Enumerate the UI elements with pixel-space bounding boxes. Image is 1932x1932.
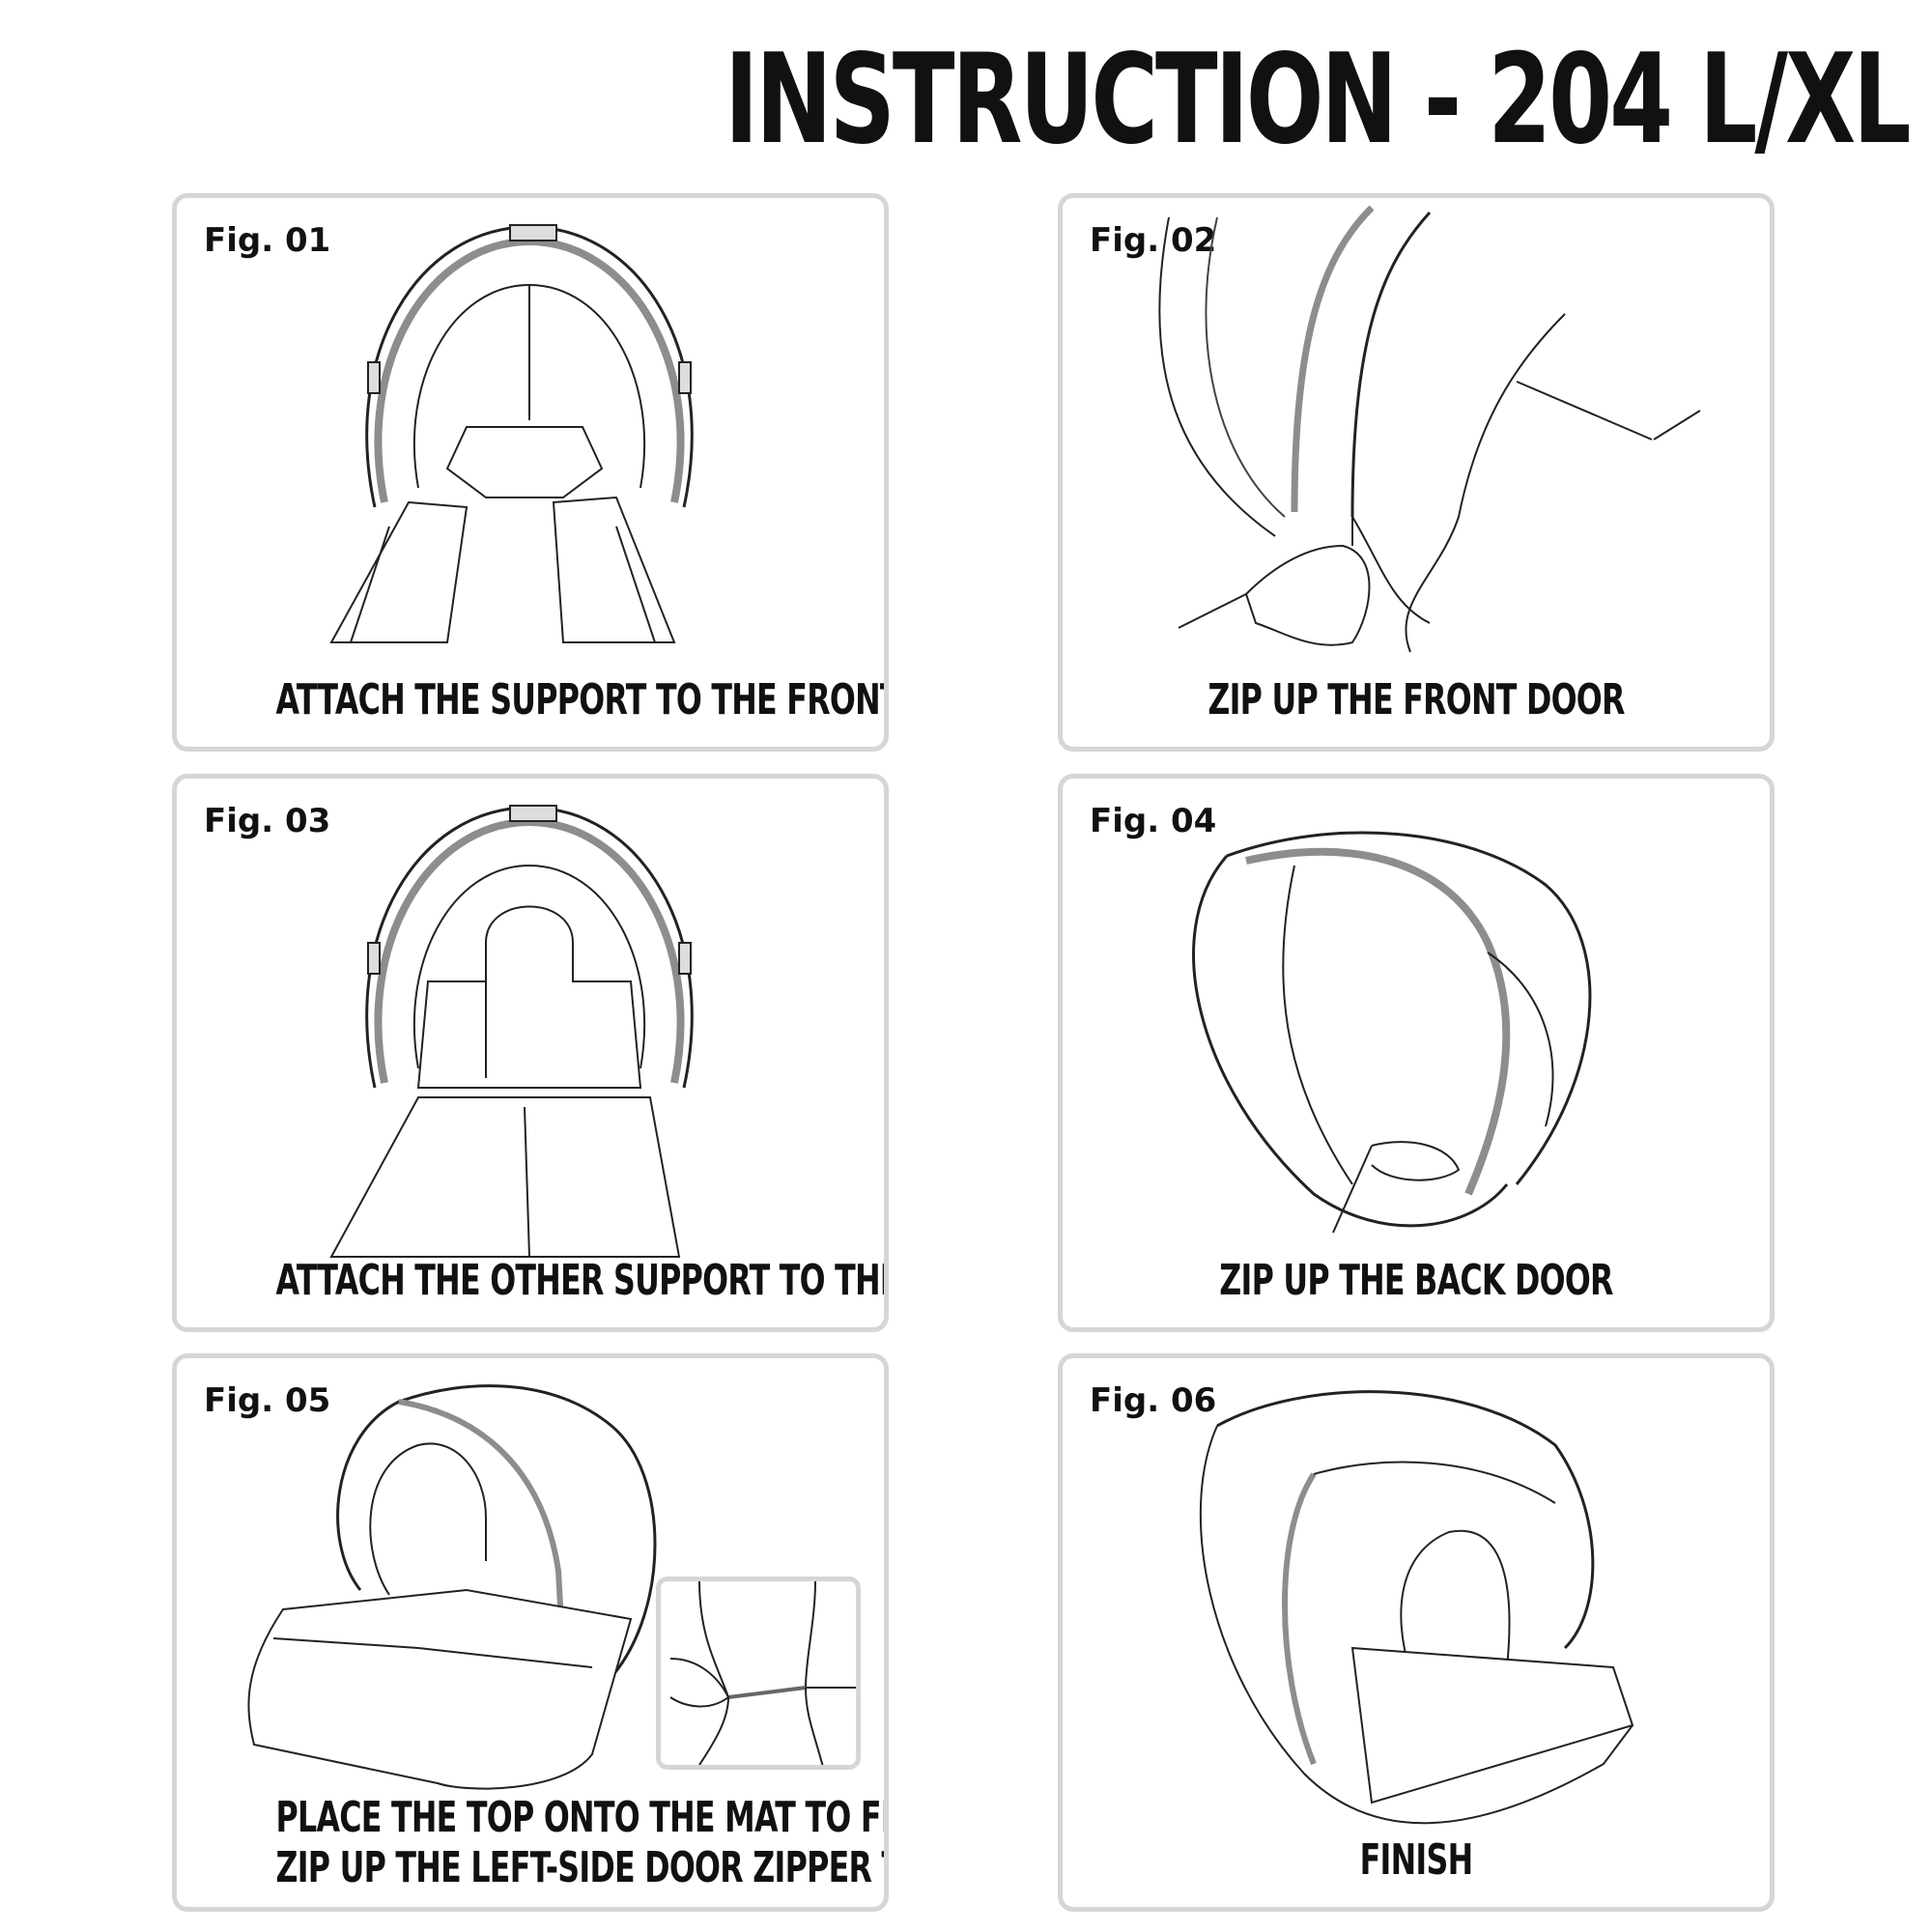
figure-panel-05: Fig. 05 PLACE THE TOP ONTO THE MAT TO FI…	[172, 1353, 889, 1912]
figure-label-03: Fig. 03	[204, 802, 331, 840]
figure-caption-05: PLACE THE TOP ONTO THE MAT TO FIX IT. ZI…	[275, 1793, 884, 1893]
figure-label-02: Fig. 02	[1090, 221, 1217, 260]
page-title: INSTRUCTION - 204 L/XL	[724, 28, 1911, 172]
figure-label-06: Fig. 06	[1090, 1381, 1217, 1420]
figure-caption-04: ZIP UP THE BACK DOOR	[1219, 1256, 1613, 1306]
figure-panel-02: Fig. 02 ZIP UP THE FRONT DOOR	[1058, 193, 1775, 752]
figure-panel-01: Fig. 01 ATTACH THE SUPPORT TO THE FRONT …	[172, 193, 889, 752]
illustration-left-zipper-detail	[669, 1581, 856, 1765]
figure-caption-05-line-2: ZIP UP THE LEFT-SIDE DOOR ZIPPER TO THE …	[275, 1843, 884, 1893]
figure-caption-06: FINISH	[1359, 1835, 1473, 1886]
figure-label-01: Fig. 01	[204, 221, 331, 260]
figure-label-05: Fig. 05	[204, 1381, 331, 1420]
figure-caption-02: ZIP UP THE FRONT DOOR	[1208, 675, 1625, 725]
illustration-support-back-door	[329, 805, 694, 1258]
figure-caption-03: ATTACH THE OTHER SUPPORT TO THE BACK DOO…	[275, 1256, 884, 1306]
illustration-zip-front-door	[1158, 205, 1701, 653]
figure-label-04: Fig. 04	[1090, 802, 1217, 840]
illustration-finished-shelter	[1199, 1390, 1634, 1825]
illustration-zip-back-door	[1192, 831, 1592, 1234]
figure-panel-03: Fig. 03 ATTACH THE OTHER SUPPORT TO THE …	[172, 774, 889, 1332]
illustration-support-front-door	[329, 224, 694, 643]
illustration-place-top-on-mat	[247, 1384, 657, 1790]
figure-panel-06: Fig. 06 FINISH	[1058, 1353, 1775, 1912]
figure-caption-01: ATTACH THE SUPPORT TO THE FRONT DOOR	[275, 675, 884, 725]
figure-panel-04: Fig. 04 ZIP UP THE BACK DOOR	[1058, 774, 1775, 1332]
figure-caption-05-line-1: PLACE THE TOP ONTO THE MAT TO FIX IT.	[275, 1793, 884, 1843]
zipper-detail-inset	[656, 1577, 861, 1770]
